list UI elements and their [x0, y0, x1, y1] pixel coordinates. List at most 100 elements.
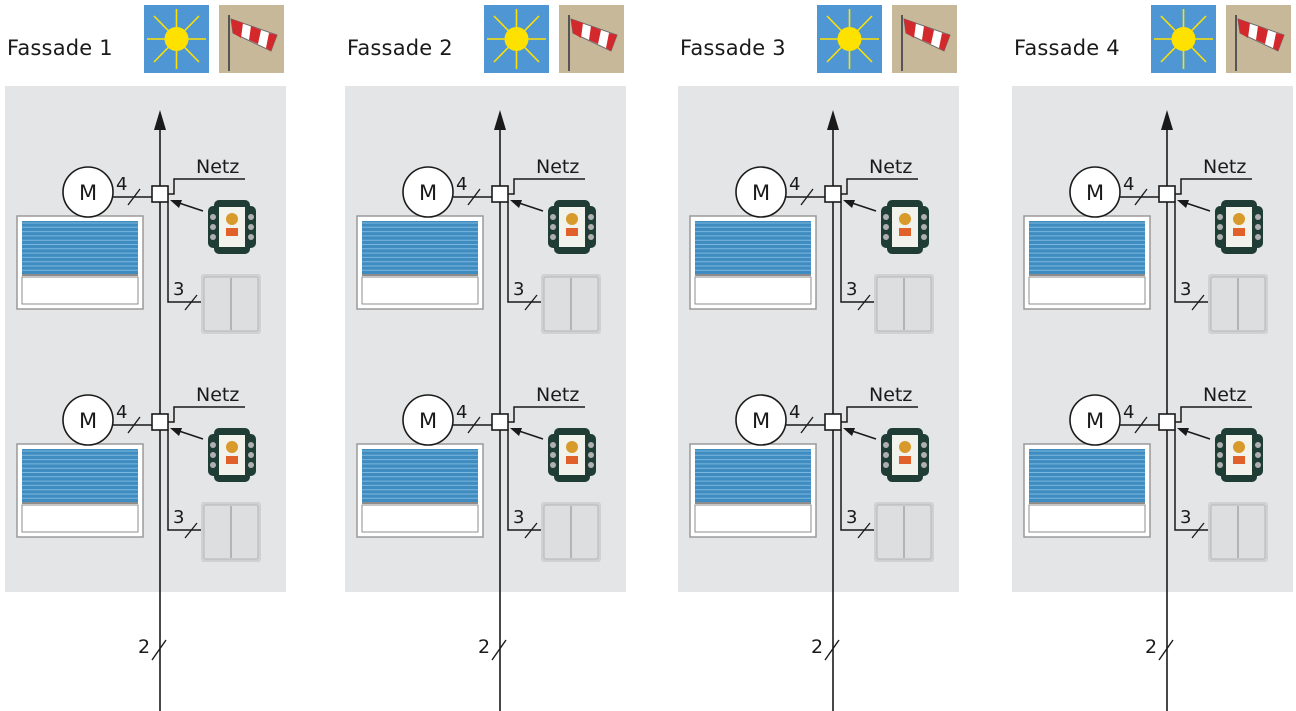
shutter-unit: M 4 Netz 3	[1023, 384, 1268, 562]
double-rocker-switch-icon	[1208, 502, 1268, 562]
switch-wire-count: 3	[1180, 507, 1191, 528]
facade-2: Fassade 2 2	[340, 0, 640, 711]
shutter-unit: M 4 Netz 3	[356, 384, 601, 562]
motor-label: M	[1086, 409, 1104, 433]
shutter-unit: M 4 Netz 3	[689, 156, 934, 334]
actuator-arrow	[1177, 200, 1211, 212]
wind-sensor-icon	[1226, 5, 1291, 73]
motor-wire: 4	[113, 174, 153, 206]
motor-symbol: M	[735, 394, 787, 446]
bus-wire-count: 2	[478, 636, 490, 658]
mains-label: Netz	[1203, 384, 1246, 406]
mains-connection: Netz	[1175, 384, 1252, 423]
actuator-arrow	[843, 200, 877, 212]
switch-wire-count: 3	[513, 507, 524, 528]
motor-label: M	[79, 181, 97, 205]
motor-symbol: M	[62, 394, 114, 446]
motor-wire-count: 4	[1123, 174, 1134, 195]
wiring-diagram: 2 M 4 Netz	[1023, 110, 1268, 711]
mains-label: Netz	[196, 156, 239, 178]
mains-label: Netz	[869, 156, 912, 178]
junction-box	[491, 413, 509, 431]
wind-sensor-icon	[892, 5, 957, 73]
motor-label: M	[79, 409, 97, 433]
motor-wire: 4	[113, 402, 153, 434]
shutter-unit: M 4 Netz 3	[356, 156, 601, 334]
motor-wire-count: 4	[789, 174, 800, 195]
actuator-module-icon	[881, 428, 929, 482]
motor-symbol: M	[1069, 166, 1121, 218]
switch-wire: 3	[1174, 202, 1210, 311]
double-rocker-switch-icon	[1208, 274, 1268, 334]
shutter-window	[356, 443, 484, 538]
shutter-window	[1023, 215, 1151, 310]
sun-sensor-icon	[484, 5, 549, 73]
actuator-arrow	[170, 200, 204, 212]
junction-box	[151, 185, 169, 203]
facade-1: Fassade 1 2	[0, 0, 300, 711]
switch-wire-count: 3	[846, 279, 857, 300]
switch-wire-count: 3	[173, 279, 184, 300]
junction-box	[1158, 413, 1176, 431]
double-rocker-switch-icon	[201, 502, 261, 562]
motor-wire-count: 4	[456, 402, 467, 423]
switch-wire-count: 3	[513, 279, 524, 300]
facade-title: Fassade 1	[7, 36, 113, 60]
shutter-window	[689, 215, 817, 310]
facade-4: Fassade 4 2	[1007, 0, 1296, 711]
mains-connection: Netz	[168, 384, 245, 423]
junction-box	[491, 185, 509, 203]
mains-label: Netz	[536, 384, 579, 406]
double-rocker-switch-icon	[874, 502, 934, 562]
sun-sensor-icon	[144, 5, 209, 73]
wind-sensor-icon	[219, 5, 284, 73]
motor-label: M	[419, 409, 437, 433]
actuator-arrow	[170, 428, 204, 440]
motor-wire-count: 4	[1123, 402, 1134, 423]
motor-label: M	[752, 181, 770, 205]
double-rocker-switch-icon	[874, 274, 934, 334]
switch-wire: 3	[167, 430, 203, 539]
actuator-arrow	[1177, 428, 1211, 440]
switch-wire: 3	[507, 202, 543, 311]
shutter-window	[1023, 443, 1151, 538]
motor-label: M	[752, 409, 770, 433]
actuator-module-icon	[548, 428, 596, 482]
shutter-unit: M 4 Netz 3	[689, 384, 934, 562]
actuator-module-icon	[1215, 200, 1263, 254]
switch-wire: 3	[840, 202, 876, 311]
actuator-module-icon	[548, 200, 596, 254]
mains-label: Netz	[869, 384, 912, 406]
motor-wire: 4	[786, 402, 826, 434]
actuator-module-icon	[208, 428, 256, 482]
actuator-module-icon	[208, 200, 256, 254]
junction-box	[1158, 185, 1176, 203]
mains-label: Netz	[196, 384, 239, 406]
motor-wire-count: 4	[456, 174, 467, 195]
shutter-unit: M 4 Netz 3	[16, 384, 261, 562]
motor-wire-count: 4	[789, 402, 800, 423]
shutter-window	[356, 215, 484, 310]
motor-symbol: M	[402, 394, 454, 446]
mains-label: Netz	[1203, 156, 1246, 178]
motor-symbol: M	[402, 166, 454, 218]
motor-symbol: M	[735, 166, 787, 218]
motor-symbol: M	[62, 166, 114, 218]
double-rocker-switch-icon	[541, 502, 601, 562]
junction-box	[824, 185, 842, 203]
shutter-unit: M 4 Netz 3	[16, 156, 261, 334]
mains-connection: Netz	[1175, 156, 1252, 195]
double-rocker-switch-icon	[201, 274, 261, 334]
mains-connection: Netz	[841, 384, 918, 423]
actuator-arrow	[843, 428, 877, 440]
mains-connection: Netz	[168, 156, 245, 195]
motor-wire: 4	[453, 174, 493, 206]
switch-wire-count: 3	[173, 507, 184, 528]
double-rocker-switch-icon	[541, 274, 601, 334]
shutter-window	[689, 443, 817, 538]
motor-wire: 4	[453, 402, 493, 434]
mains-label: Netz	[536, 156, 579, 178]
bus-wire-count: 2	[811, 636, 823, 658]
switch-wire: 3	[507, 430, 543, 539]
wind-sensor-icon	[559, 5, 624, 73]
